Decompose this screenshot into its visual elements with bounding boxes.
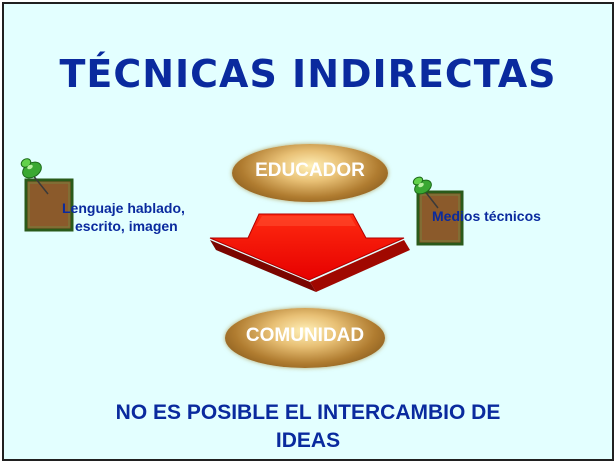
right-note-label: Medios técnicos — [432, 208, 541, 224]
comunidad-oval: COMUNIDAD — [225, 308, 385, 368]
slide-title: TÉCNICAS INDIRECTAS — [59, 52, 557, 96]
pushpin-icon — [20, 158, 49, 195]
left-note-line1: Lenguaje hablado, — [62, 200, 185, 216]
down-arrow — [209, 213, 410, 292]
footer-statement: NO ES POSIBLE EL INTERCAMBIO DE IDEAS — [4, 399, 612, 455]
left-note-label: Lenguaje hablado, escrito, imagen — [62, 199, 185, 235]
educador-oval: EDUCADOR — [232, 144, 388, 202]
footer-line2: IDEAS — [275, 429, 341, 452]
left-note — [20, 158, 74, 232]
comunidad-label: COMUNIDAD — [245, 325, 365, 346]
left-note-line2: escrito, imagen — [75, 218, 178, 234]
right-note — [412, 176, 464, 246]
educador-label: EDUCADOR — [255, 160, 365, 181]
footer-line1: NO ES POSIBLE EL INTERCAMBIO DE — [115, 401, 501, 424]
pushpin-icon — [412, 176, 439, 209]
